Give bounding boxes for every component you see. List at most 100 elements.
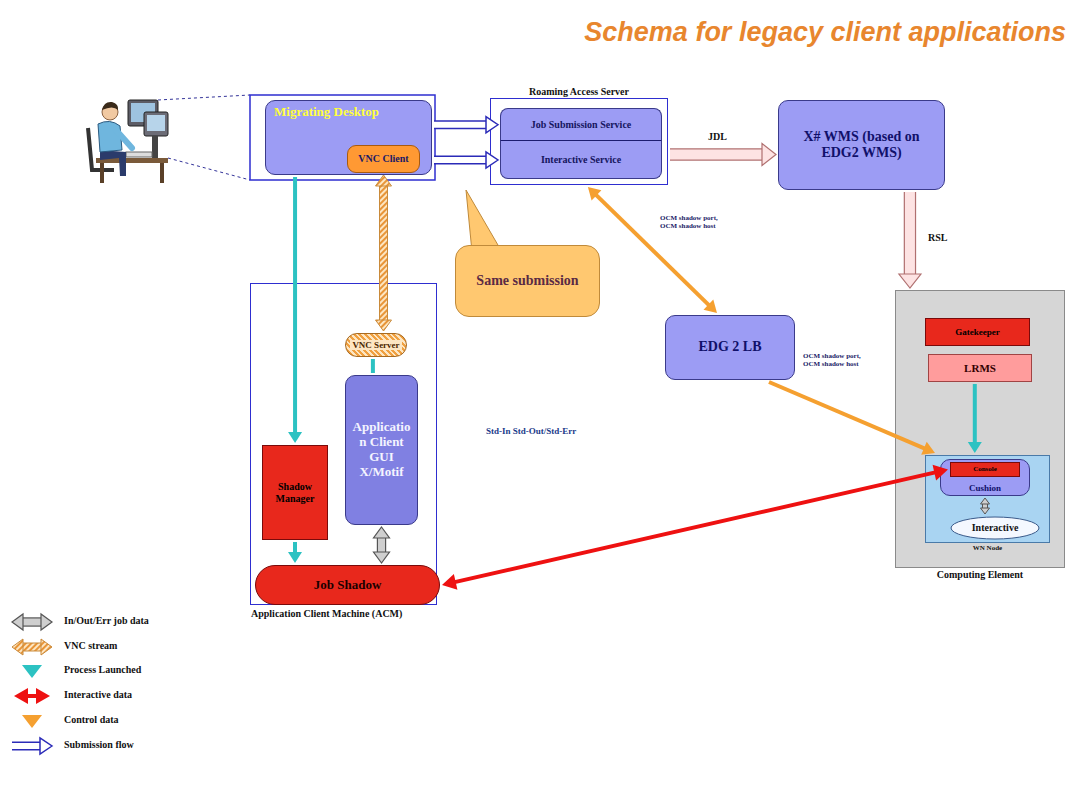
arrow-shaft <box>905 192 915 275</box>
vnc-stream-arrow <box>376 175 392 331</box>
gatekeeper-box: Gatekeeper <box>925 318 1030 346</box>
machine-frame: Application Client Machine (ACM)VNC Serv… <box>250 283 437 605</box>
control-arrow <box>588 187 717 313</box>
arrow-head <box>12 639 23 655</box>
text-holder: Job Submission Service <box>531 119 632 131</box>
node-label: VNC Server <box>350 340 401 350</box>
arrow-head <box>704 300 717 313</box>
arrow-head <box>486 152 498 168</box>
arrow-head <box>376 175 392 186</box>
arrow-head <box>588 187 601 200</box>
arrow-outline <box>670 148 763 160</box>
arrow-shaft <box>434 157 487 163</box>
legend-sample <box>8 612 56 632</box>
text-holder: Gatekeeper <box>955 327 999 337</box>
arrow-shaft <box>380 185 387 321</box>
arrow-shaft <box>293 542 297 553</box>
legend-sample <box>8 711 56 731</box>
arrow-shaft <box>983 503 987 509</box>
arrow-shaft <box>12 743 41 749</box>
legend-item: Control data <box>8 711 248 731</box>
edge-label: OCM shadow port, OCM shadow host <box>660 214 726 230</box>
text-holder: Console <box>973 465 997 473</box>
edge-label: OCM shadow port, OCM shadow host <box>803 352 869 368</box>
node-label: Job Shadow <box>314 578 382 593</box>
desktop-box: Migrating DesktopVNC Client <box>265 100 432 175</box>
manager-box: Shadow Manager <box>262 445 328 540</box>
legend-sample <box>8 736 56 756</box>
job-flow-arrow <box>670 144 776 166</box>
screen <box>147 115 165 131</box>
arrow-shaft <box>371 359 375 373</box>
node-label: Same submission <box>476 273 578 289</box>
legend-arrow <box>12 738 52 754</box>
process-arrow <box>968 384 982 453</box>
legend-text: VNC stream <box>64 640 117 652</box>
node-label: LRMS <box>964 362 996 375</box>
lrms-box: LRMS <box>928 354 1032 382</box>
node-label: Computing Element <box>896 569 1064 581</box>
arrow-outline <box>434 120 487 129</box>
callout-note: Same submission <box>455 245 600 317</box>
text-holder: Roaming Access Server <box>491 86 667 100</box>
arrow-head <box>12 614 23 630</box>
legend-arrow <box>14 688 50 704</box>
arrow-head <box>968 442 982 453</box>
arrow-head <box>41 639 52 655</box>
vnc-server-pill: VNC Server <box>345 333 407 357</box>
legs <box>100 150 126 176</box>
arrow-head <box>374 552 390 563</box>
arrow-outline <box>12 741 41 750</box>
text-holder: LRMS <box>964 362 996 375</box>
monitor <box>128 100 158 126</box>
edge-label-holder: Std-In Std-Out/Std-Err <box>486 426 590 436</box>
legend-text: Submission flow <box>64 739 134 751</box>
arrow-outline <box>22 642 42 651</box>
text-holder: Migrating Desktop <box>274 105 379 120</box>
node-label: X# WMS (based on EDG2 WMS) <box>784 129 939 161</box>
text-holder: Job Shadow <box>314 578 382 593</box>
arrow-shaft <box>670 150 763 160</box>
legend-text: Interactive data <box>64 689 132 701</box>
arrow-head <box>486 117 498 133</box>
logging-box: EDG 2 LB <box>665 315 795 380</box>
shadow-pill: Job Shadow <box>255 565 440 605</box>
arrow-shaft <box>293 177 297 433</box>
legend-sample <box>8 686 56 706</box>
text-holder: WN Node <box>926 542 1049 552</box>
arrow-outline <box>379 185 388 321</box>
arrow-head <box>981 498 990 504</box>
job-data-arrow <box>374 527 390 563</box>
node-label: Roaming Access Server <box>491 86 667 98</box>
arrow-shaft <box>378 537 385 553</box>
monitor-stand <box>152 136 158 158</box>
legend-sample <box>8 637 56 657</box>
legend-item: VNC stream <box>8 637 248 657</box>
desk-leg <box>160 163 164 183</box>
arrow-head <box>288 432 302 443</box>
submission-arrow <box>434 117 498 133</box>
view-line <box>168 158 250 180</box>
arrow-head <box>933 465 948 481</box>
vnc-client-box: VNC Client <box>347 145 420 173</box>
ellipse-shape <box>951 517 1039 539</box>
callout-tail <box>466 190 502 252</box>
legend-triangle <box>22 715 42 728</box>
arrow-head <box>442 574 457 590</box>
legend-item: Process Launched <box>8 661 248 681</box>
cushion-box: CushionConsole <box>940 459 1030 496</box>
text-holder: Application Client Machine (ACM) <box>251 604 436 620</box>
desktop-frame <box>250 95 435 180</box>
arrow-shaft <box>434 122 487 128</box>
node-label: Shadow Manager <box>268 481 322 504</box>
arrow-shaft <box>22 643 42 650</box>
text-holder: Interactive Service <box>541 154 621 166</box>
monitor <box>144 112 168 136</box>
console-bar: Console <box>950 462 1020 477</box>
keyboard <box>126 152 152 157</box>
legend-sample <box>8 661 56 681</box>
process-arrow <box>372 359 373 373</box>
legend-text: In/Out/Err job data <box>64 615 149 627</box>
node-label: Migrating Desktop <box>274 105 379 120</box>
arrow-head <box>921 442 935 455</box>
